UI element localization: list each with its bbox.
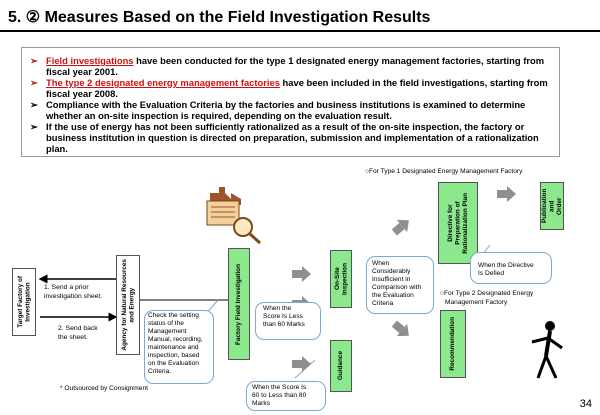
- send-prior-label: 1. Send a prior investigation sheet.: [44, 284, 103, 300]
- directive-defied-callout: [470, 252, 552, 284]
- directive-box: Directive for Preparation of Rationaliza…: [438, 182, 478, 264]
- check-callout-text: Check the setting status of the Manageme…: [148, 312, 203, 375]
- bullet-arrow-icon: ➢: [30, 55, 38, 66]
- slide-title: 5. ② Measures Based on the Field Investi…: [8, 9, 431, 26]
- onsite-inspection-box: On-Site Inspection: [330, 250, 352, 308]
- stick-figure-icon: [531, 321, 563, 379]
- score60-80-callout: [246, 381, 326, 411]
- field-investigation-box: Factory Field Investigation: [228, 248, 250, 360]
- recommendation-box: Recommendation: [440, 310, 466, 378]
- publication-order-box: Publication and Order: [540, 182, 564, 230]
- less60-callout-text: When the Score Is Less than 60 Marks: [263, 305, 305, 328]
- agency-box: Agency for Natural Resources and Energy: [116, 255, 140, 355]
- bullet-item-3: ➢ Compliance with the Evaluation Criteri…: [30, 99, 555, 121]
- title-rule: [0, 30, 600, 32]
- type1-note: ○For Type 1 Designated Energy Management…: [365, 168, 523, 175]
- bullet-2-text: have been included in the field investig…: [46, 77, 548, 99]
- check-callout: [144, 310, 214, 384]
- target-factory-box: Target Factory of Investigation: [12, 268, 36, 336]
- bullet-item-2: ➢ The type 2 designated energy managemen…: [30, 77, 555, 99]
- outsourced-note: * Outsourced by Consignment: [60, 385, 148, 392]
- considerably-callout: [366, 256, 434, 314]
- score60-80-callout-text: When the Score Is 60 to Less than 80 Mar…: [252, 384, 307, 407]
- to-onsite-arrow-icon: [292, 266, 312, 282]
- bullet-1-text: have been conducted for the type 1 desig…: [46, 55, 545, 77]
- bullet-item-1: ➢ Field investigations have been conduct…: [30, 55, 555, 77]
- guidance-box: Guidance: [330, 340, 352, 392]
- type2-note-line2: Management Factory: [445, 299, 508, 306]
- bullet-arrow-icon: ➢: [30, 121, 38, 132]
- factory-investigation-icon: [206, 187, 262, 245]
- bullet-arrow-icon: ➢: [30, 77, 38, 88]
- send-back-label: 2. Send back the sheet.: [58, 325, 98, 341]
- bullet-2-highlight: The type 2 designated energy management …: [46, 77, 280, 88]
- to-guidance-arrow-icon: [292, 356, 312, 372]
- page-number: 34: [579, 398, 592, 410]
- bullet-item-4: ➢ If the use of energy has not been suff…: [30, 121, 555, 154]
- directive-defied-callout-text: When the Directive Is Defied: [478, 262, 534, 277]
- less60-callout: [255, 302, 321, 340]
- to-publication-arrow-icon: [497, 186, 517, 202]
- bullet-4-text: If the use of energy has not been suffic…: [46, 121, 539, 154]
- bullet-1-highlight: Field investigations: [46, 55, 134, 66]
- type2-note-line1: ○For Type 2 Designated Energy: [440, 290, 534, 297]
- considerably-callout-text: When Considerably Insufficient in Compar…: [372, 260, 422, 307]
- bullet-arrow-icon: ➢: [30, 99, 38, 110]
- bullet-3-text: Compliance with the Evaluation Criteria …: [46, 99, 526, 121]
- bullet-box: ➢ Field investigations have been conduct…: [21, 47, 560, 157]
